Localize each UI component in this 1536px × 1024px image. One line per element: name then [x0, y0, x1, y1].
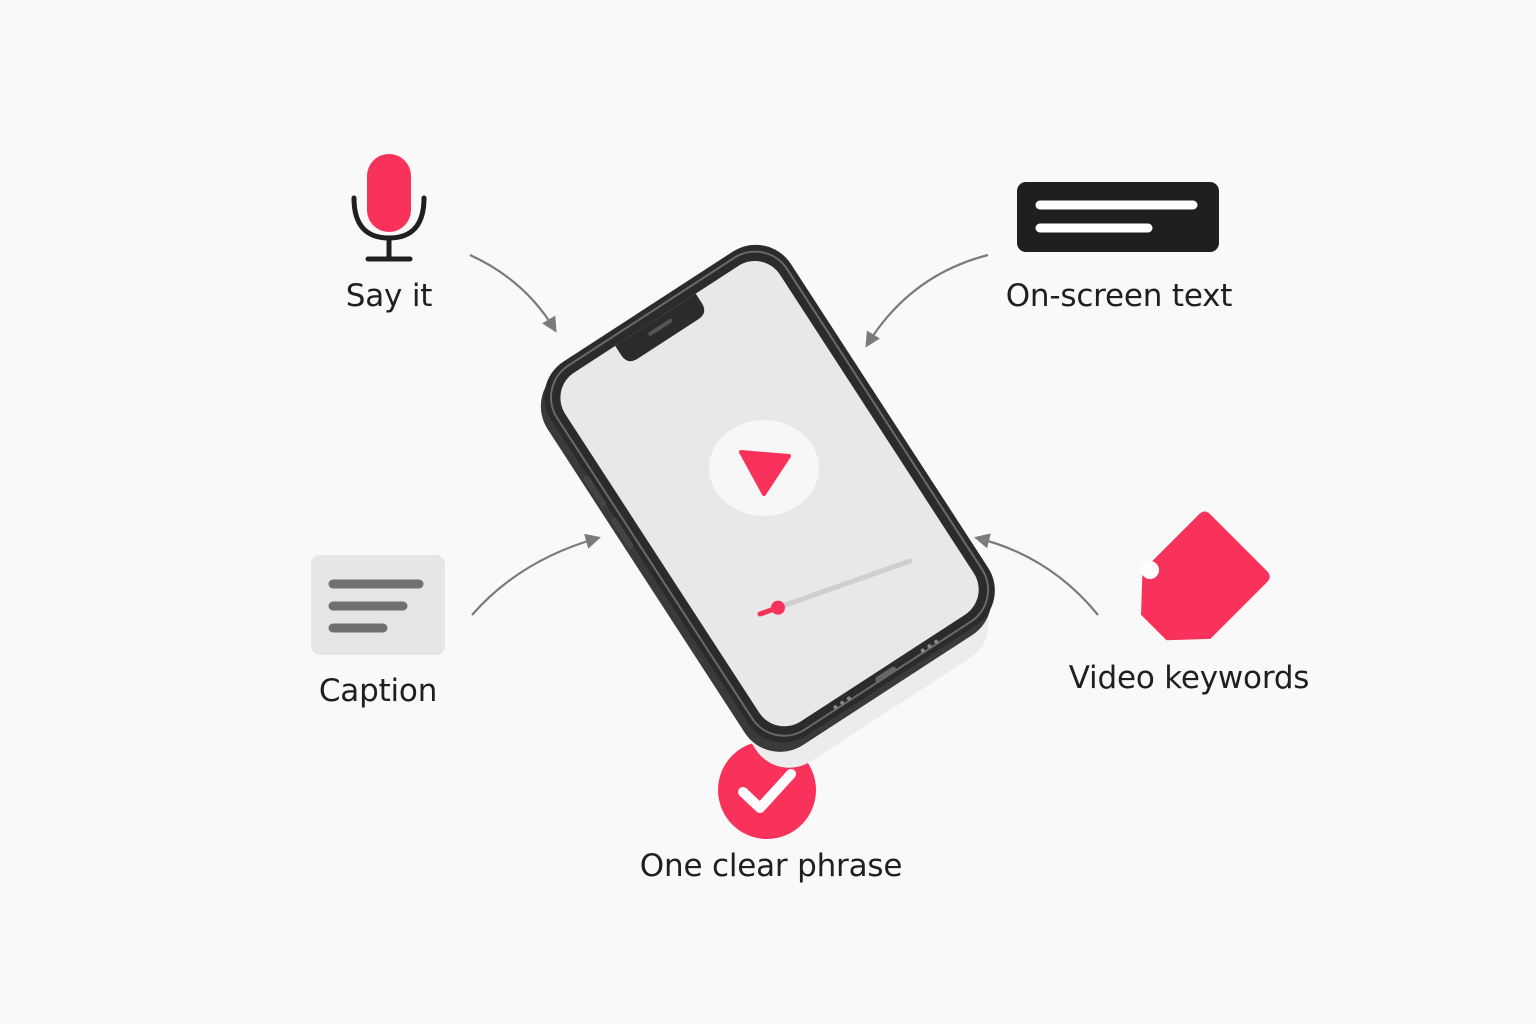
connector-arrows — [469, 253, 1099, 616]
say-it-label: Say it — [345, 278, 433, 314]
arrow-on-screen-text — [865, 253, 989, 348]
tag-hole-icon — [1141, 561, 1159, 579]
caption-lines-icon — [311, 555, 445, 655]
price-tag-icon — [1141, 511, 1270, 641]
progress-scrubber[interactable] — [771, 600, 785, 615]
on-screen-text-label: On-screen text — [1005, 278, 1233, 314]
video-progress-bar[interactable] — [757, 558, 913, 617]
one-clear-phrase-label: One clear phrase — [639, 848, 903, 884]
arrow-caption — [471, 533, 601, 616]
play-button[interactable] — [709, 420, 819, 516]
play-icon — [739, 450, 791, 496]
arrow-video-keywords — [974, 533, 1099, 616]
microphone-icon — [351, 154, 427, 262]
video-keywords-label: Video keywords — [1068, 660, 1310, 696]
arrow-say-it — [469, 253, 557, 333]
caption-label: Caption — [318, 673, 438, 709]
text-bar-icon — [1017, 182, 1219, 252]
